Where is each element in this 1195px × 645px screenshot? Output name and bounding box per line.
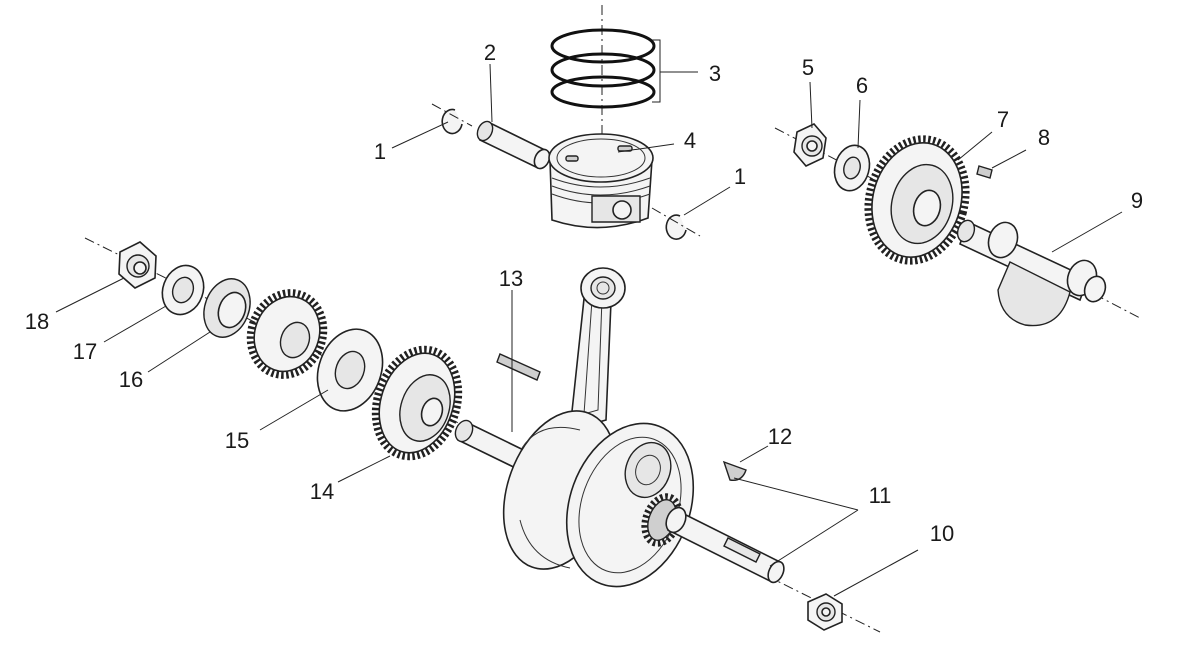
circlip-left — [391, 103, 473, 149]
nut-10 — [807, 549, 919, 631]
callout-2: 2 — [483, 40, 497, 65]
leader-17 — [103, 305, 167, 343]
leader-18 — [55, 277, 125, 313]
leader-1a — [391, 121, 449, 149]
leader-16 — [147, 331, 211, 373]
callout-8: 8 — [1037, 125, 1051, 150]
leader-11b — [769, 509, 859, 567]
callout-15: 15 — [224, 428, 250, 453]
callout-11: 11 — [868, 483, 892, 508]
balancer-shaft-9 — [956, 211, 1123, 327]
piston-rings — [550, 28, 698, 109]
callout-17: 17 — [72, 339, 98, 364]
leader-1b — [683, 186, 731, 216]
nut-5 — [793, 81, 827, 167]
callout-12: 12 — [767, 424, 793, 449]
washer-15 — [259, 328, 384, 431]
callout-16: 16 — [118, 367, 144, 392]
crankshaft-assembly — [454, 267, 785, 588]
callout-14: 14 — [309, 479, 335, 504]
gear-7 — [864, 131, 993, 265]
primary-drive-gear — [246, 289, 328, 379]
piston-ring-middle — [550, 52, 656, 88]
piston-group — [391, 5, 731, 240]
piston-ring-oil — [550, 75, 656, 109]
callout-18: 18 — [24, 309, 50, 334]
leader-2 — [489, 63, 493, 123]
leader-15 — [259, 389, 329, 431]
balancer-group — [774, 81, 1141, 327]
callout-9: 9 — [1130, 188, 1144, 213]
leader-6 — [857, 99, 861, 149]
callout-1-left: 1 — [373, 139, 387, 164]
leader-8 — [991, 149, 1027, 169]
callout-3: 3 — [708, 61, 722, 86]
leader-7 — [957, 131, 993, 161]
leader-14 — [337, 455, 391, 483]
spacer-16 — [147, 278, 251, 373]
circlip-right — [651, 186, 731, 240]
washer-6 — [833, 99, 871, 192]
washer-17 — [103, 264, 205, 343]
nut-18 — [55, 241, 157, 313]
callout-4: 4 — [683, 128, 697, 153]
piston-pin — [476, 63, 551, 170]
ring-bracket — [652, 39, 661, 103]
callout-5: 5 — [801, 55, 815, 80]
gear-14 — [337, 345, 463, 483]
leader-12 — [739, 445, 769, 463]
leader-4 — [617, 143, 675, 153]
callout-10: 10 — [929, 521, 955, 546]
callout-6: 6 — [855, 73, 869, 98]
piston-ring-top — [550, 28, 656, 64]
crankshaft-group — [55, 237, 919, 633]
leader-9 — [1051, 211, 1123, 253]
leader-10 — [833, 549, 919, 597]
piston-body — [548, 133, 675, 229]
callout-13: 13 — [498, 266, 524, 291]
callout-7: 7 — [996, 107, 1010, 132]
key-8 — [976, 149, 1027, 179]
leader-11a — [733, 477, 859, 511]
key-12 — [722, 445, 769, 481]
key-13 — [496, 290, 541, 432]
callout-1-right: 1 — [733, 164, 747, 189]
leader-5 — [809, 81, 813, 129]
